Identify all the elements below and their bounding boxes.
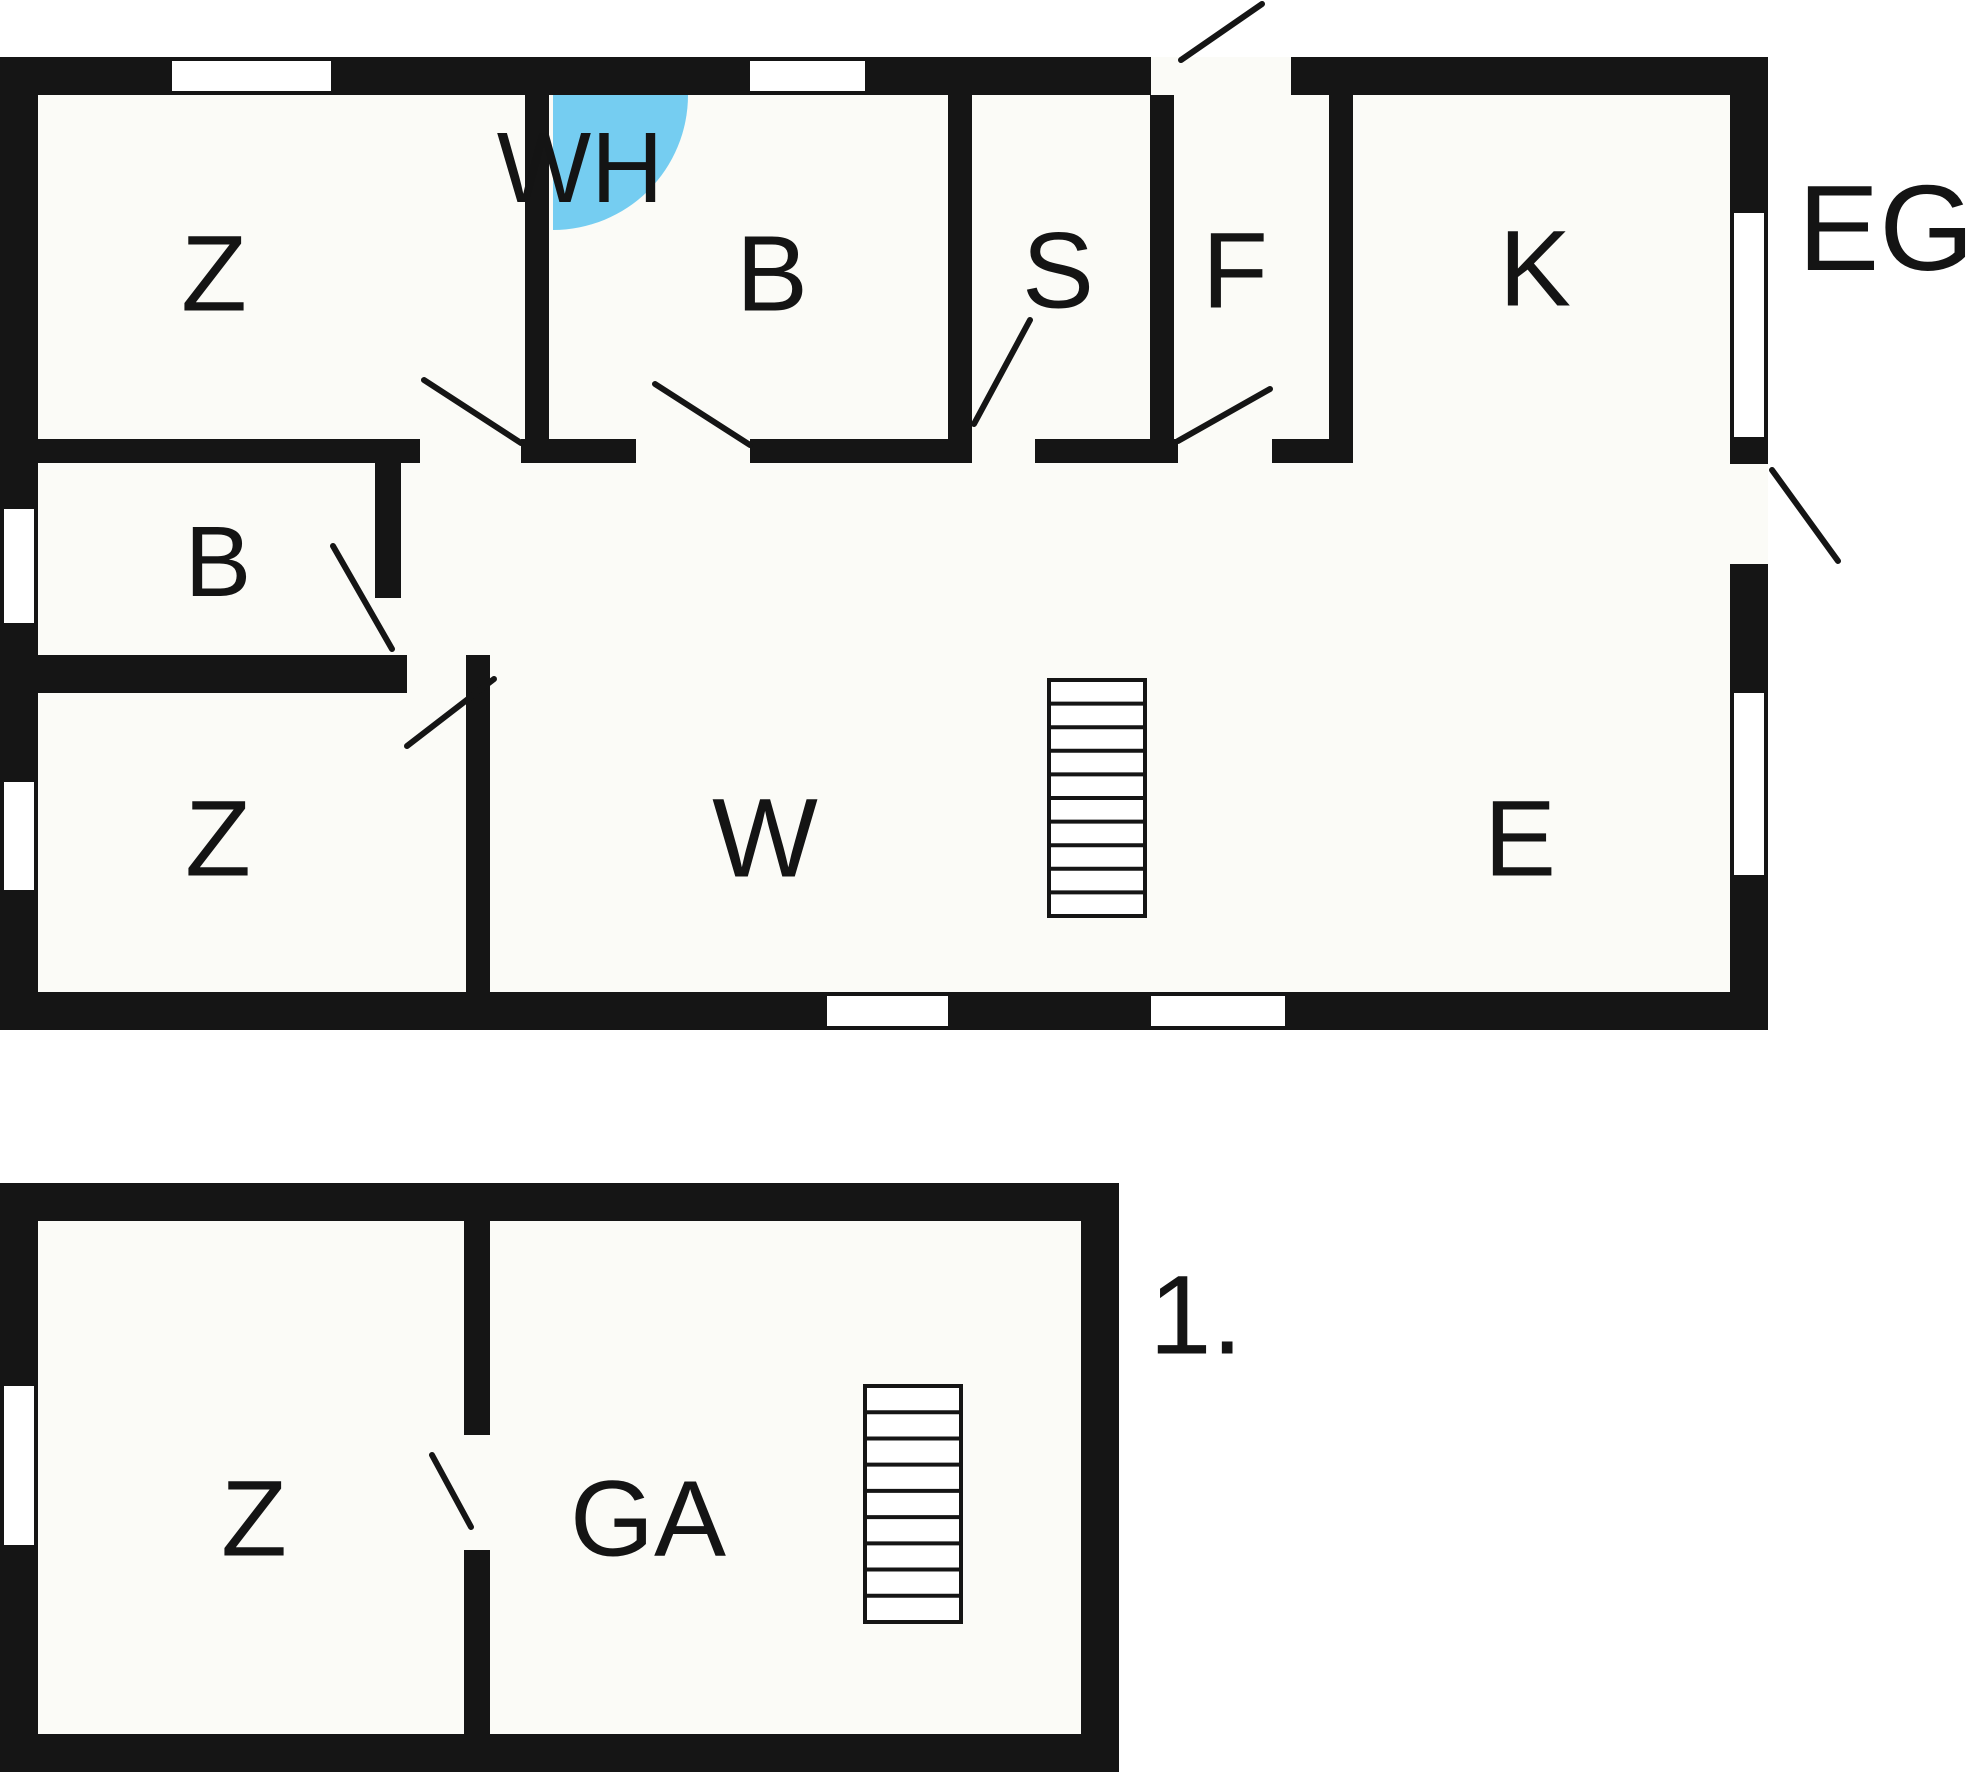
window [0,509,38,623]
door-swing-line [421,377,524,446]
wall-s-f [1150,95,1174,463]
window [1730,213,1768,437]
room-label-z: Z [185,778,251,899]
wall-hall-seg4 [1035,439,1178,463]
wall-hall-seg3 [750,439,972,463]
room-label-e: E [1484,778,1556,899]
room-label-wh: WH [497,112,664,224]
window [172,57,331,95]
wall-b-s [948,95,972,463]
wall-f-k [1329,95,1353,463]
shower-quarter-circle [553,95,688,230]
room-label-z: Z [181,213,247,334]
entrance-door-gap [1151,57,1291,95]
room-label-k: K [1499,208,1571,329]
window [750,57,865,95]
room-label-w: W [712,776,818,901]
window [827,992,948,1030]
room-label-z: Z [221,1458,287,1579]
door-swing-line [1175,386,1273,444]
wall-hall-seg1 [38,439,420,463]
terrace-door-gap [1730,464,1768,564]
room-label-ga: GA [570,1458,726,1579]
room-label-f: F [1202,210,1268,331]
door-swing-line [1769,467,1841,564]
ground-floor-tag: EG [1798,160,1974,296]
wall-hall-seg5 [1272,439,1353,463]
window [0,1386,38,1545]
door-swing-line [404,676,497,749]
room-label-b: B [185,506,252,618]
wall-z-ga-lower [464,1550,490,1734]
wall-z-b [525,95,549,463]
wall-bath-right [375,463,401,598]
wall-hall-seg2 [521,439,636,463]
door-swing-line [429,1452,474,1530]
window [1151,992,1285,1030]
wall-z-ga-upper [464,1221,490,1435]
door-swing-line [1178,1,1265,63]
room-label-b: B [736,213,808,334]
ground-floor-floor-area [38,95,1730,992]
first-floor-tag: 1. [1149,1253,1242,1378]
staircase [863,1384,963,1624]
window [0,782,38,890]
door-swing-line [971,317,1033,427]
window [1730,693,1768,875]
room-label-s: S [1022,210,1094,331]
wall-bedroom-right [466,655,490,1030]
door-swing-line [652,381,753,448]
wall-bath-bedroom [0,655,407,693]
first-floor-plan: Z GA 1. [0,1183,1243,1772]
door-swing-line [330,543,395,652]
